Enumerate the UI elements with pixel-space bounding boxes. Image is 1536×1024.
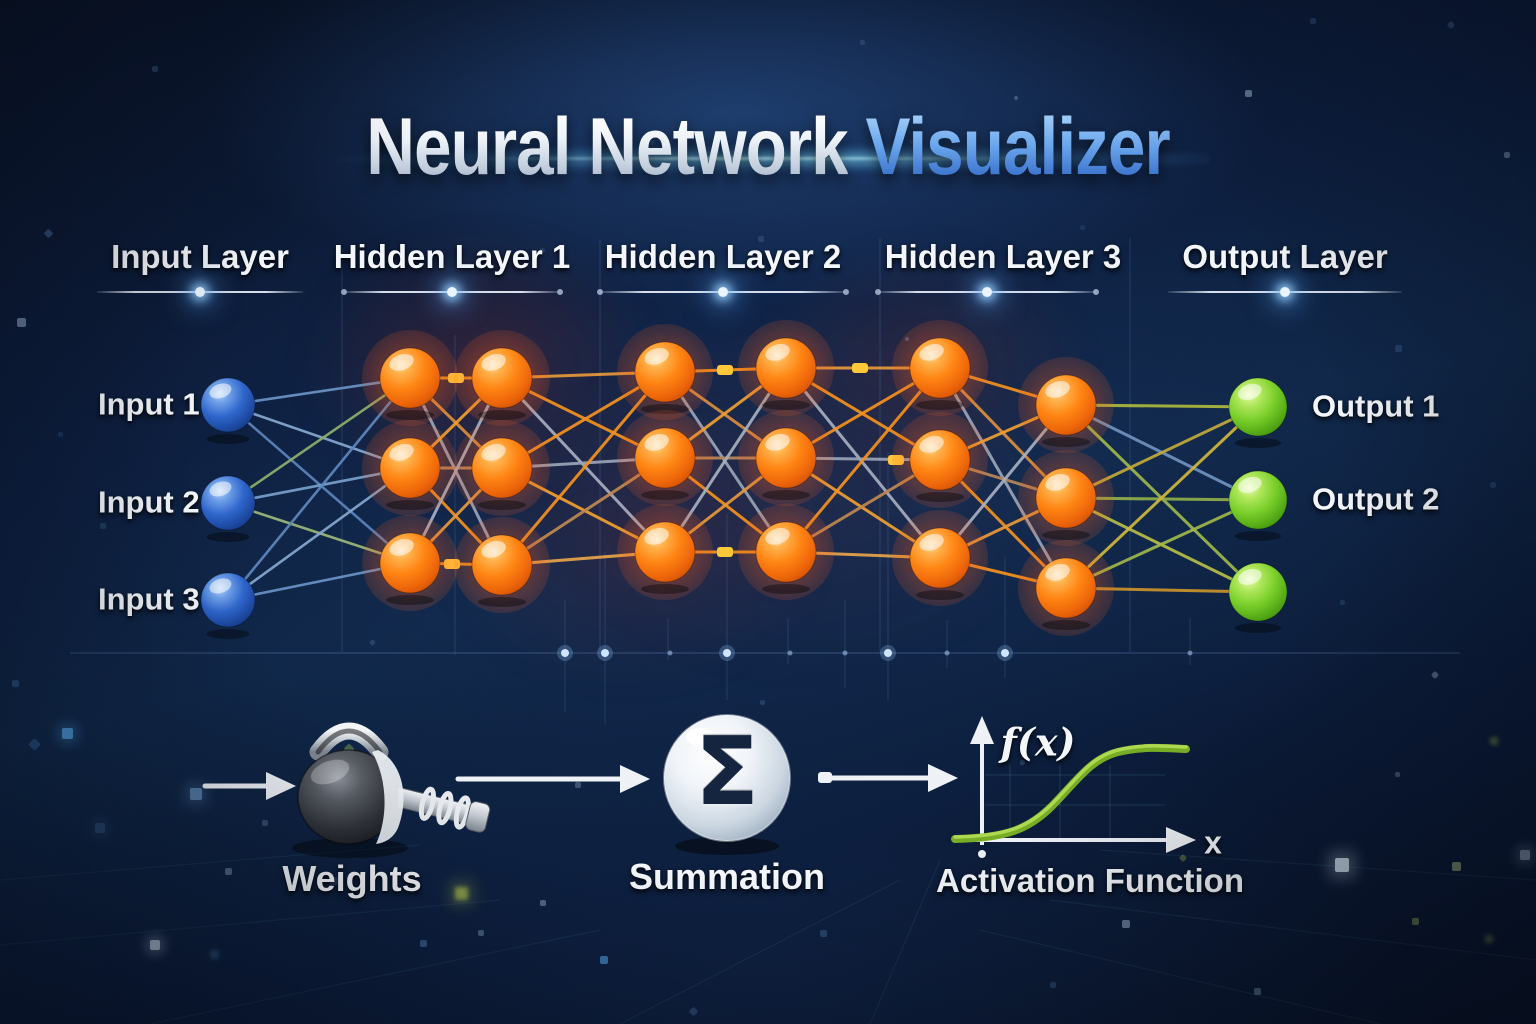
particle xyxy=(540,248,545,253)
particle xyxy=(58,432,63,437)
header-hidden-layer-2: Hidden Layer 2 xyxy=(604,238,842,275)
particle xyxy=(600,956,608,964)
input-label-3: Input 3 xyxy=(98,581,200,617)
particle xyxy=(1254,988,1261,995)
particle xyxy=(1080,225,1085,230)
flow-arrow-2 xyxy=(455,765,650,793)
particle xyxy=(1340,600,1345,605)
activation-plot xyxy=(951,716,1196,858)
particle xyxy=(455,887,468,900)
header-underline-hidden-2 xyxy=(597,287,849,297)
particle xyxy=(758,236,764,242)
header-output-layer: Output Layer xyxy=(1182,238,1388,275)
particle xyxy=(540,900,546,906)
particle xyxy=(225,868,232,875)
summation-label: Summation xyxy=(628,856,826,897)
header-hidden-layer-3: Hidden Layer 3 xyxy=(884,238,1122,275)
particle xyxy=(760,700,765,705)
particle xyxy=(262,820,268,826)
sigma-symbol: Σ xyxy=(694,718,760,828)
particle xyxy=(1452,862,1461,871)
activation-label: Activation Function xyxy=(936,862,1244,899)
flow-arrow-1 xyxy=(202,772,296,800)
header-underline-hidden-3 xyxy=(875,287,1099,297)
header-underline-hidden-1 xyxy=(341,287,563,297)
particle xyxy=(1335,858,1349,872)
fx-axis-label: f(x) xyxy=(1000,719,1076,765)
particle xyxy=(940,880,946,886)
page-title: Neural Network Visualizer xyxy=(38,88,1497,207)
particle xyxy=(330,877,338,885)
particle xyxy=(1412,918,1419,925)
pipeline-flow xyxy=(202,714,1196,858)
header-input-layer: Input Layer xyxy=(111,238,289,275)
particle xyxy=(1395,345,1402,352)
particle xyxy=(1014,96,1018,100)
summation-sphere-icon xyxy=(663,714,791,855)
header-hidden-layer-1: Hidden Layer 1 xyxy=(333,238,571,275)
particle xyxy=(1122,920,1130,928)
particle xyxy=(478,930,484,936)
particle xyxy=(1020,760,1025,765)
output-label-1: Output 1 xyxy=(1312,388,1440,424)
header-underline-input xyxy=(97,287,303,297)
particle xyxy=(910,140,914,144)
network-nodes xyxy=(200,320,1288,639)
particle xyxy=(1395,772,1400,777)
background-grid xyxy=(0,238,1536,1024)
particle xyxy=(1050,982,1056,988)
particle xyxy=(152,66,158,72)
title-accent: Visualizer xyxy=(865,101,1171,193)
output-label-2: Output 2 xyxy=(1312,481,1440,517)
particle xyxy=(1490,482,1496,488)
particle xyxy=(1485,935,1493,943)
particle xyxy=(150,940,160,950)
particle xyxy=(650,140,655,145)
particle xyxy=(1504,152,1510,158)
particle xyxy=(1520,850,1530,860)
particle xyxy=(62,728,73,739)
particle xyxy=(1490,737,1498,745)
title-flare-core xyxy=(480,157,1040,160)
particle xyxy=(190,788,202,800)
particle xyxy=(12,680,19,687)
particle xyxy=(95,823,105,833)
particle xyxy=(820,930,827,937)
flow-arrow-3 xyxy=(823,764,958,792)
particle xyxy=(1245,90,1252,97)
x-axis-label: x xyxy=(1204,824,1222,861)
header-underline-output xyxy=(1168,287,1402,297)
particle xyxy=(100,523,106,529)
weights-label: Weights xyxy=(282,858,422,899)
particle xyxy=(210,950,219,959)
particle xyxy=(420,940,427,947)
particle xyxy=(1310,18,1316,24)
input-label-1: Input 1 xyxy=(98,386,200,422)
weights-kettlebell-icon xyxy=(292,722,491,858)
title-main: Neural Network xyxy=(366,101,848,193)
input-label-2: Input 2 xyxy=(98,484,200,520)
particle xyxy=(17,318,26,327)
particle xyxy=(860,40,865,45)
particle xyxy=(575,782,581,788)
